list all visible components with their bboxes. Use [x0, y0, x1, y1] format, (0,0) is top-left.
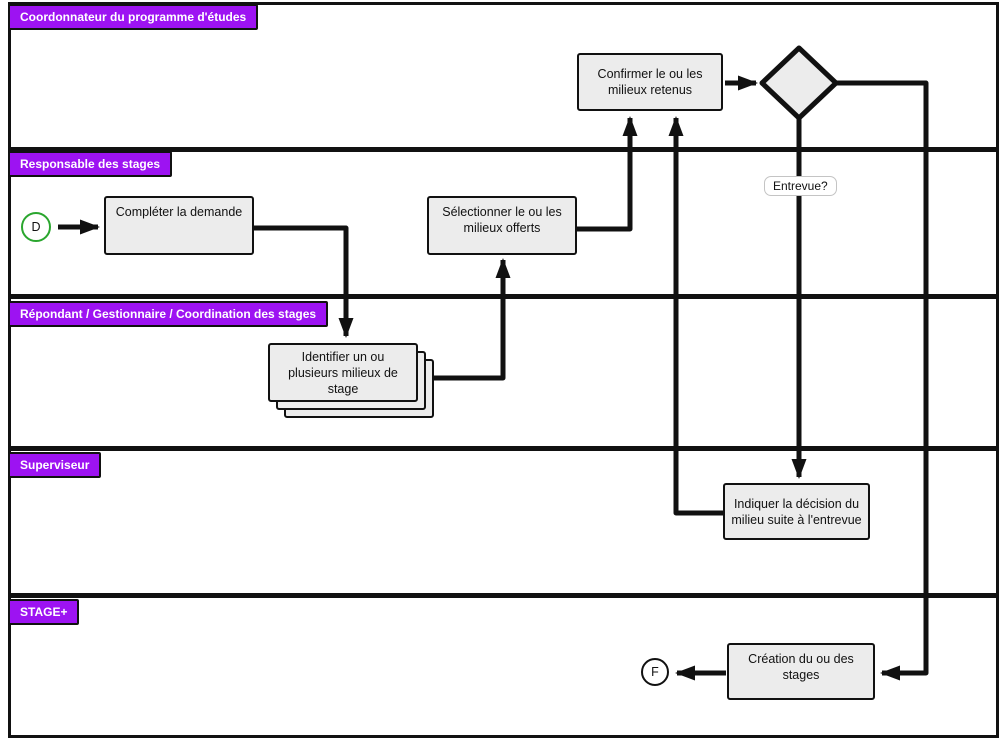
arrow-select-to-confirm — [577, 115, 638, 232]
lane-label-stage-plus: STAGE+ — [8, 599, 80, 625]
lane-label-responsable-stages: Responsable des stages — [8, 151, 173, 177]
decision-entrevue-diamond[interactable] — [759, 45, 839, 121]
lane-label-superviseur: Superviseur — [8, 452, 102, 478]
lane-divider-1 — [8, 147, 999, 152]
start-terminator[interactable]: D — [21, 212, 51, 242]
task-label: Identifier un ou plusieurs milieux de st… — [288, 349, 398, 396]
task-identifier-milieux[interactable]: Identifier un ou plusieurs milieux de st… — [268, 343, 434, 418]
task-label: Compléter la demande — [115, 205, 243, 219]
end-terminator[interactable]: F — [641, 658, 669, 686]
arrow-decision-to-creation — [837, 80, 929, 681]
arrow-identify-to-select — [433, 257, 511, 381]
task-label: Indiquer la décision du milieu suite à l… — [731, 496, 862, 527]
task-label: Confirmer le ou les milieux retenus — [597, 67, 703, 97]
task-confirmer-milieux[interactable]: Confirmer le ou les milieux retenus — [577, 53, 723, 111]
task-indiquer-decision[interactable]: Indiquer la décision du milieu suite à l… — [723, 483, 870, 540]
diagram-border — [8, 2, 999, 738]
arrow-complete-to-identify — [254, 225, 354, 339]
task-selectionner-milieux[interactable]: Sélectionner le ou les milieux offerts — [427, 196, 577, 255]
decision-question-label: Entrevue? — [764, 176, 837, 196]
task-label: Sélectionner le ou les milieux offerts — [442, 205, 562, 235]
task-creation-stages[interactable]: Création du ou des stages — [727, 643, 875, 700]
lane-divider-4 — [8, 593, 999, 598]
arrow-indicate-to-confirm — [668, 115, 723, 516]
task-label: Création du ou des stages — [748, 652, 854, 682]
lane-label-repondant-gestionnaire: Répondant / Gestionnaire / Coordination … — [8, 301, 329, 327]
lane-label-coordonnateur: Coordonnateur du programme d'études — [8, 4, 259, 30]
task-completer-demande[interactable]: Compléter la demande — [104, 196, 254, 255]
lane-divider-3 — [8, 446, 999, 451]
end-terminator-label: F — [651, 665, 659, 679]
start-terminator-label: D — [31, 220, 41, 234]
